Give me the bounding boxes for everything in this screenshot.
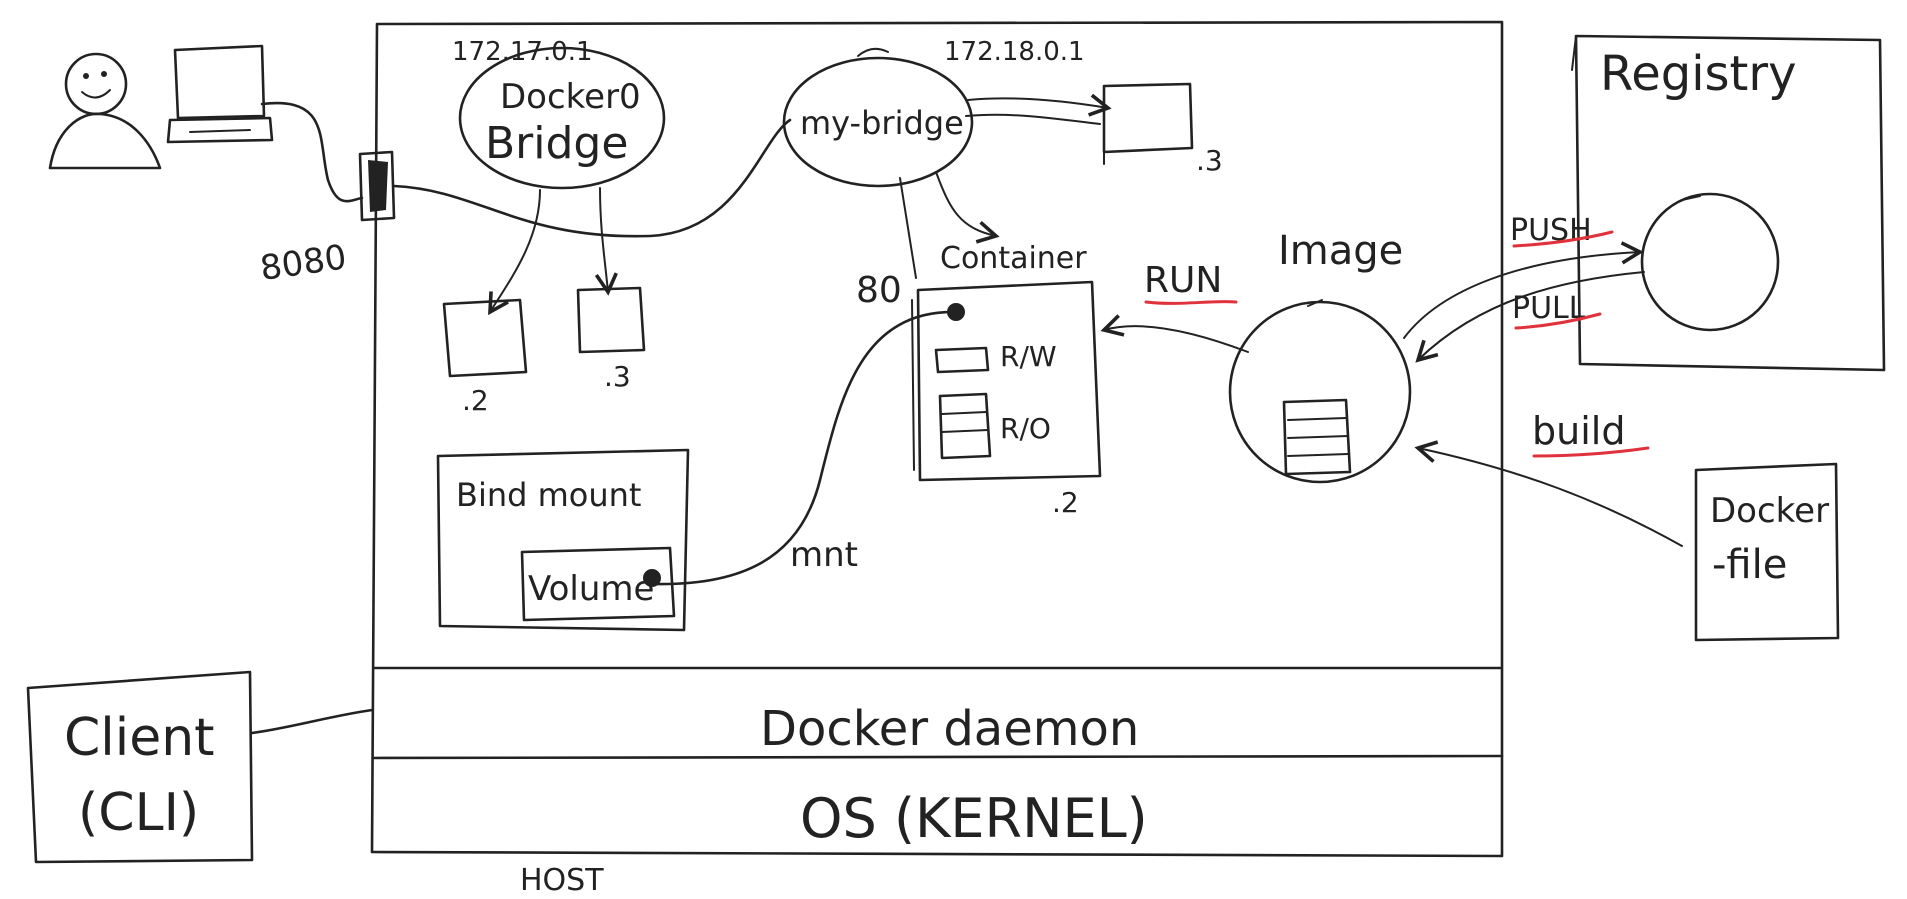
my-bridge-side-container-ip: .3	[1196, 144, 1223, 177]
image-label: Image	[1278, 228, 1403, 274]
docker0-container-left-ip: .2	[462, 384, 489, 417]
port-to-my-bridge-line	[392, 118, 792, 238]
docker0-container-left	[442, 298, 528, 378]
my-bridge-to-container-line	[899, 177, 917, 279]
build-label: build	[1532, 409, 1625, 453]
rw-layer-icon	[934, 346, 990, 374]
kernel-divider	[371, 754, 1504, 760]
docker0-container-right	[576, 286, 646, 354]
container-port-label: 80	[856, 270, 902, 311]
push-underline	[1512, 230, 1614, 248]
ro-layer-icon	[938, 392, 992, 460]
volume-mount-point	[643, 569, 661, 587]
client-label-line1: Client	[64, 708, 215, 768]
client-connector	[250, 708, 374, 735]
push-arrow	[1403, 241, 1644, 339]
rw-label: R/W	[1000, 340, 1057, 373]
client-label-line2: (CLI)	[78, 783, 199, 843]
registry-label: Registry	[1600, 46, 1797, 102]
my-bridge-to-side-container-arrow-2	[965, 113, 1101, 125]
my-bridge-to-container-arrow	[935, 171, 1000, 244]
monitor-icon	[166, 44, 364, 203]
ro-label: R/O	[1000, 412, 1051, 445]
run-underline	[1144, 300, 1238, 305]
docker0-label-line1: Docker0	[500, 77, 641, 117]
port-8080-icon	[358, 150, 396, 222]
kernel-label: OS (KERNEL)	[800, 787, 1148, 850]
container-label: Container	[940, 241, 1087, 276]
image-to-container-arrow	[1100, 314, 1249, 353]
host-label: HOST	[520, 863, 604, 898]
daemon-label: Docker daemon	[760, 701, 1139, 757]
pull-underline	[1514, 312, 1602, 330]
bind-mount-label: Bind mount	[456, 476, 641, 514]
volume-box	[520, 546, 676, 622]
my-bridge-label: my-bridge	[800, 104, 964, 142]
registry-box	[1571, 34, 1886, 372]
docker0-to-container-left-arrow	[488, 189, 541, 316]
docker0-container-right-ip: .3	[604, 360, 631, 393]
host-box	[370, 20, 1504, 858]
registry-image-circle	[1640, 192, 1780, 332]
run-label: RUN	[1144, 260, 1222, 301]
mnt-label: mnt	[790, 535, 858, 575]
image-layers-icon	[1282, 398, 1352, 476]
dockerfile-label-line2: -file	[1712, 542, 1787, 588]
docker0-label-line2: Bridge	[485, 118, 628, 169]
client-box	[26, 670, 374, 864]
build-arrow	[1414, 440, 1683, 547]
my-bridge-side-container	[1102, 82, 1194, 165]
docker0-to-container-right-arrow	[594, 187, 618, 296]
docker0-bridge	[458, 46, 666, 190]
my-bridge-ip-label: 172.18.0.1	[944, 37, 1085, 67]
user-icon	[48, 52, 162, 170]
pull-arrow	[1415, 271, 1645, 363]
image-circle	[1228, 299, 1412, 484]
build-underline	[1532, 446, 1650, 458]
bind-mount-box	[436, 448, 690, 632]
dockerfile-box	[1694, 462, 1840, 642]
my-bridge	[782, 47, 974, 188]
mount-connector	[650, 310, 958, 586]
port-8080-label: 8080	[258, 237, 349, 289]
container-ip: .2	[1052, 486, 1079, 519]
my-bridge-to-side-container-arrow	[967, 93, 1112, 117]
volume-label: Volume	[528, 569, 654, 609]
dockerfile-label-line1: Docker	[1710, 491, 1829, 531]
